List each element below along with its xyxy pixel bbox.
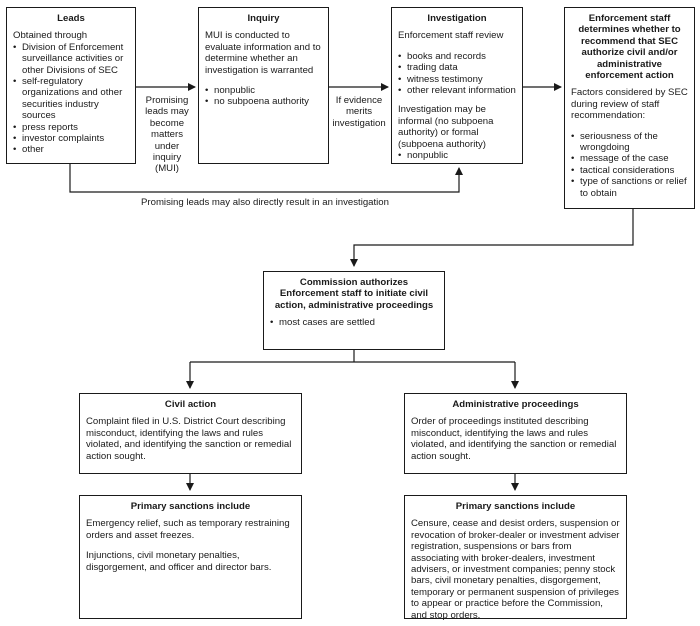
investigation-intro: Enforcement staff review: [398, 30, 504, 42]
list-item: trading data: [398, 62, 516, 74]
list-item: investor complaints: [13, 133, 129, 145]
enforcement-box: Enforcement staff determines whether to …: [564, 7, 695, 209]
admin-proceedings-box: Administrative proceedings Order of proc…: [404, 393, 627, 474]
commission-box: Commission authorizes Enforcement staff …: [263, 271, 445, 350]
admin-sanctions-box: Primary sanctions include Censure, cease…: [404, 495, 627, 621]
inquiry-box: Inquiry MUI is conducted to evaluate inf…: [198, 7, 329, 164]
label-inquiry-to-investigation: If evidence merits investigation: [332, 95, 386, 129]
leads-title: Leads: [57, 13, 85, 24]
list-item: tactical considerations: [571, 165, 688, 177]
list-item: Division of Enforcement surveillance act…: [13, 42, 129, 76]
civil-sanctions-box: Primary sanctions include Emergency reli…: [79, 495, 302, 619]
civil-sanctions-title: Primary sanctions include: [130, 501, 251, 512]
inquiry-title: Inquiry: [247, 13, 280, 24]
civil-action-text: Complaint filed in U.S. District Court d…: [86, 416, 292, 462]
commission-title: Commission authorizes Enforcement staff …: [274, 277, 434, 311]
admin-proceedings-text: Order of proceedings instituted describi…: [411, 416, 617, 462]
leads-box: Leads Obtained through Division of Enfor…: [6, 7, 136, 164]
enforcement-title: Enforcement staff determines whether to …: [578, 13, 681, 82]
investigation-list2: nonpublic: [398, 150, 516, 162]
enforcement-list: seriousness of the wrongdoing message of…: [571, 131, 688, 199]
leads-intro: Obtained through: [13, 30, 88, 42]
list-item: no subpoena authority: [205, 96, 322, 108]
inquiry-text: MUI is conducted to evaluate information…: [205, 30, 321, 76]
list-item: message of the case: [571, 153, 688, 165]
investigation-box: Investigation Enforcement staff review b…: [391, 7, 523, 164]
investigation-title: Investigation: [427, 13, 487, 24]
arrow-enforcement-to-commission: [350, 209, 634, 267]
admin-sanctions-text: Censure, cease and desist orders, suspen…: [411, 518, 620, 621]
enforcement-intro: Factors considered by SEC during review …: [571, 87, 688, 122]
admin-sanctions-title: Primary sanctions include: [455, 501, 576, 512]
list-item: self-regulatory organizations and other …: [13, 76, 129, 122]
list-item: press reports: [13, 122, 129, 134]
civil-action-box: Civil action Complaint filed in U.S. Dis…: [79, 393, 302, 474]
list-item: nonpublic: [398, 150, 516, 162]
commission-list: most cases are settled: [270, 317, 438, 329]
arrow-direct-to-investigation: [69, 164, 463, 193]
list-item: nonpublic: [205, 85, 322, 97]
list-item: other relevant information: [398, 85, 516, 97]
civil-sanctions-text1: Emergency relief, such as temporary rest…: [86, 518, 290, 541]
investigation-text2: Investigation may be informal (no subpoe…: [398, 104, 494, 150]
admin-proceedings-title: Administrative proceedings: [452, 399, 579, 410]
label-direct-path: Promising leads may also directly result…: [141, 197, 389, 208]
list-item: books and records: [398, 51, 516, 63]
civil-sanctions-text2: Injunctions, civil monetary penalties, d…: [86, 550, 272, 573]
inquiry-list: nonpublic no subpoena authority: [205, 85, 322, 108]
civil-action-title: Civil action: [164, 399, 217, 410]
list-item: type of sanctions or relief to obtain: [571, 176, 688, 199]
list-item: other: [13, 144, 129, 156]
label-leads-to-inquiry: Promising leads may become matters under…: [145, 95, 189, 175]
list-item: witness testimony: [398, 74, 516, 86]
list-item: most cases are settled: [270, 317, 438, 329]
investigation-list: books and records trading data witness t…: [398, 51, 516, 97]
list-item: seriousness of the wrongdoing: [571, 131, 688, 154]
leads-list: Division of Enforcement surveillance act…: [13, 42, 129, 156]
